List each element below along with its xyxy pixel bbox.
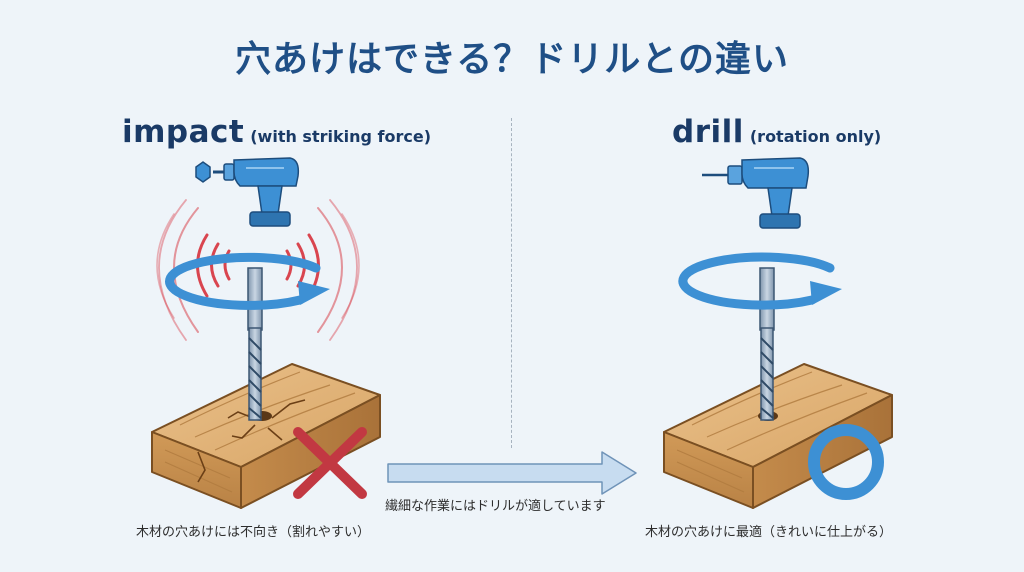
left-heading: impact (with striking force) <box>122 114 431 150</box>
left-wood-block-icon <box>151 363 381 509</box>
right-heading-main: drill <box>672 114 744 150</box>
right-heading: drill (rotation only) <box>672 114 881 150</box>
right-heading-sub: (rotation only) <box>749 127 882 146</box>
right-rotation-arrow-icon <box>678 252 842 310</box>
left-heading-main: impact <box>122 114 245 150</box>
circle-icon <box>808 424 884 500</box>
center-divider <box>511 118 512 448</box>
left-rotation-arrow-icon <box>165 252 330 310</box>
right-wood-block-icon <box>663 363 893 509</box>
vibration-waves-icon <box>156 199 360 341</box>
center-arrow-icon <box>387 451 637 495</box>
left-heading-sub: (with striking force) <box>250 127 431 146</box>
page-title: 穴あけはできる？ドリルとの違い <box>235 39 789 80</box>
right-drill-bit-icon <box>759 267 775 421</box>
cross-icon <box>293 427 367 499</box>
right-caption: 木材の穴あけに最適（きれいに仕上がる） <box>645 525 893 540</box>
arrow-caption: 繊細な作業にはドリルが適しています <box>385 499 606 514</box>
drill-icon <box>702 157 810 229</box>
left-caption: 木材の穴あけには不向き（割れやすい） <box>136 525 371 540</box>
impact-driver-icon <box>195 157 300 227</box>
left-drill-bit-icon <box>247 267 263 421</box>
